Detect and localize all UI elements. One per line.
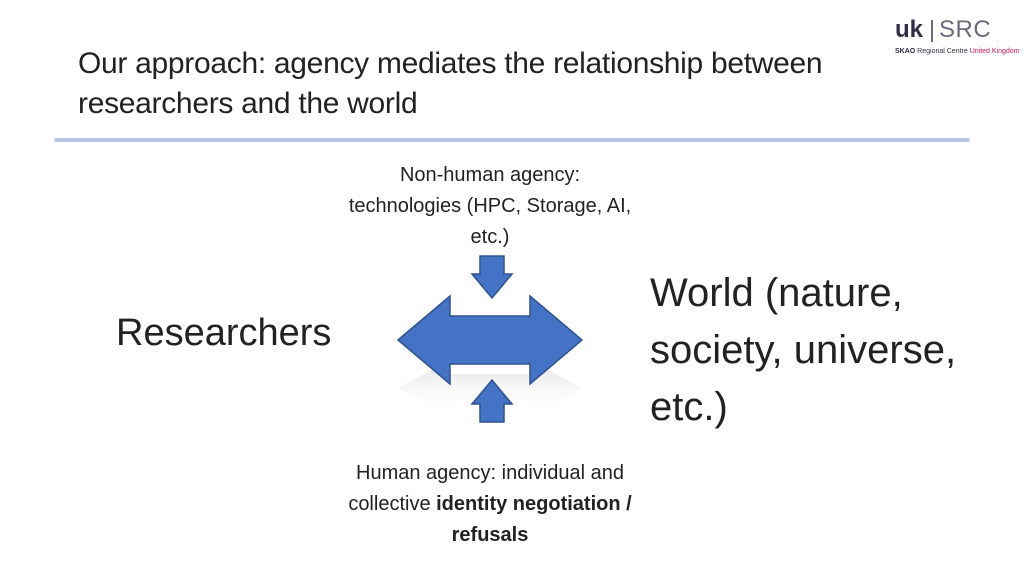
slide-title-line-1: Our approach: agency mediates the relati…	[78, 47, 823, 80]
world-label: World (nature, society, universe, etc.)	[650, 265, 1010, 436]
double-arrow-icon	[396, 294, 584, 386]
human-agency-line-2-bold: identity negotiation /	[436, 493, 632, 515]
human-agency-label: Human agency: individual and collective …	[300, 458, 680, 551]
researchers-label: Researchers	[116, 312, 332, 354]
world-label-line-2: society, universe,	[650, 328, 957, 372]
agency-arrows-diagram	[396, 255, 584, 423]
non-human-agency-line-1: Non-human agency:	[399, 164, 581, 186]
non-human-agency-line-2: technologies (HPC, Storage, AI,	[348, 195, 632, 217]
human-agency-line-1: Human agency: individual and	[356, 462, 624, 484]
human-agency-line-2: collective identity negotiation /	[300, 489, 680, 520]
up-arrow-icon	[470, 378, 514, 423]
non-human-agency-label: Non-human agency: technologies (HPC, Sto…	[320, 160, 660, 253]
logo-subtitle: SKAO Regional Centre United Kingdom	[895, 48, 1020, 55]
logo-divider	[931, 20, 933, 42]
slide-title: Our approach: agency mediates the relati…	[78, 44, 958, 124]
human-agency-line-3-bold: refusals	[451, 524, 529, 546]
world-label-line-1: World (nature,	[650, 271, 903, 315]
logo-skao-text: SKAO	[895, 48, 916, 55]
human-agency-line-2-plain: collective	[348, 493, 437, 515]
down-arrow-icon	[470, 255, 514, 300]
logo-uk-text: uk	[895, 16, 924, 43]
non-human-agency-line-3: etc.)	[470, 226, 510, 248]
logo-src-text: SRC	[939, 16, 992, 43]
uk-src-logo: uk SRC SKAO Regional Centre United Kingd…	[895, 16, 1020, 62]
logo-regional-centre-text: Regional Centre	[915, 48, 970, 55]
logo-united-kingdom-text: United Kingdom	[969, 48, 1020, 55]
title-divider	[54, 138, 970, 142]
human-agency-line-3: refusals	[300, 520, 680, 551]
slide-title-line-2: researchers and the world	[78, 87, 418, 120]
world-label-line-3: etc.)	[650, 385, 728, 429]
